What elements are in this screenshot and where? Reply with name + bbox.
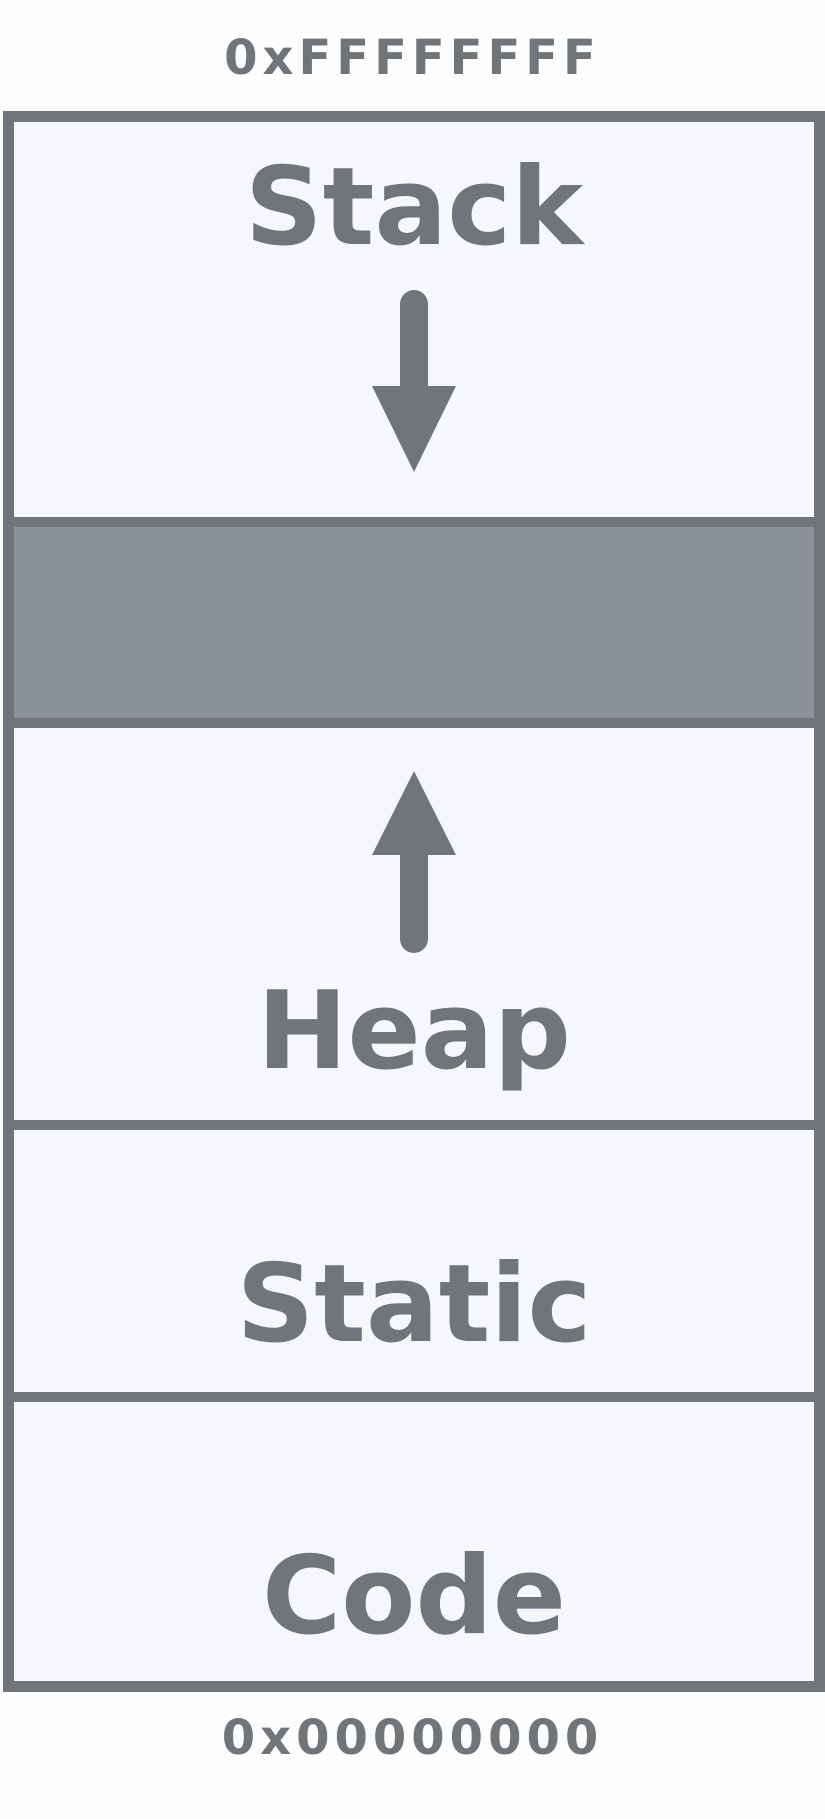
heap-region: Heap	[14, 718, 814, 1120]
low-address-label: 0x00000000	[221, 1710, 604, 1766]
high-address-label: 0xFFFFFFFF	[224, 30, 601, 86]
memory-layout: Stack Heap Static Code	[3, 111, 825, 1692]
static-label: Static	[236, 1242, 592, 1367]
stack-label: Stack	[244, 145, 584, 270]
static-region: Static	[14, 1120, 814, 1392]
heap-label: Heap	[257, 969, 571, 1094]
free-region	[14, 517, 814, 718]
stack-region: Stack	[14, 122, 814, 517]
code-region: Code	[14, 1392, 814, 1681]
arrow-up-icon	[14, 771, 814, 953]
arrow-down-icon	[14, 290, 814, 472]
code-label: Code	[261, 1534, 566, 1659]
